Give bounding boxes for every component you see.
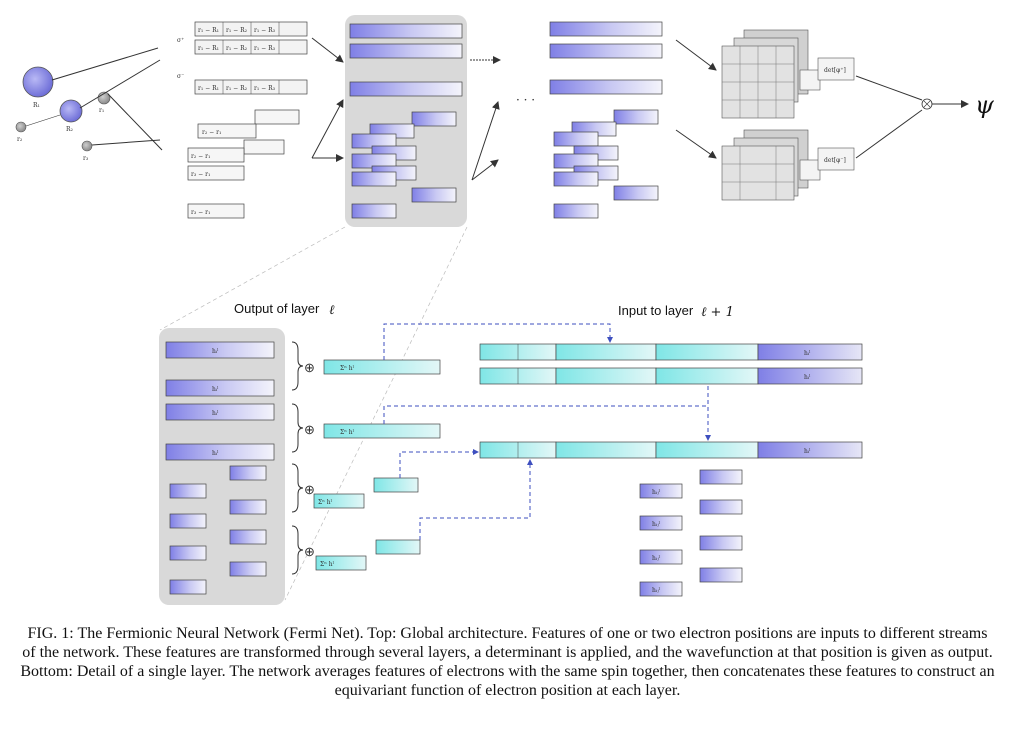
arrow bbox=[311, 37, 344, 63]
input-layer-symbol: ℓ + 1 bbox=[701, 305, 734, 320]
nucleus-2-label: R₂ bbox=[66, 126, 74, 133]
pair-stacks: hᵢⱼˡ hᵢⱼˡ hᵢⱼˡ hᵢⱼˡ bbox=[639, 469, 743, 597]
avg-cell: Σⁿ hˡ bbox=[320, 561, 335, 568]
arrow bbox=[855, 109, 923, 159]
electron-2 bbox=[15, 121, 27, 133]
h-one-cell: hᵢˡ bbox=[804, 350, 811, 357]
arrow bbox=[855, 75, 923, 101]
sum-symbol: ⊕ bbox=[304, 482, 315, 497]
sum-symbol: ⊕ bbox=[304, 544, 315, 559]
figure-caption: FIG. 1: The Fermionic Neural Network (Fe… bbox=[20, 625, 995, 699]
pair-cell: r₁ − R₂ bbox=[226, 27, 248, 34]
electron-1-label: r₁ bbox=[99, 107, 104, 114]
hidden-layer-L bbox=[549, 21, 663, 219]
h-one-cell: hᵢˡ bbox=[804, 448, 811, 455]
pair-cell: r₁ − R₁ bbox=[198, 85, 219, 92]
h-one-cell: hᵢˡ bbox=[212, 410, 219, 417]
fermi-net-figure: R₁ R₂ r₁ r₂ r₃ σ⁺ σ⁻ r₁ − R₁ r₁ − R₂ r₁ … bbox=[15, 15, 995, 605]
pair-cell: r₃ − r₁ bbox=[191, 209, 210, 216]
layer-ellipsis: · · · bbox=[516, 93, 535, 107]
pair-electron-inputs: r₂ − r₁ r₂ − r₁ r₃ − r₁ r₃ − r₁ bbox=[187, 109, 300, 219]
nucleus-1-label: R₁ bbox=[33, 102, 40, 109]
arrow bbox=[471, 159, 499, 181]
single-electron-inputs: σ⁺ σ⁻ r₁ − R₁ r₁ − R₂ r₁ − R₃ r₁ − R₁ r₁… bbox=[177, 21, 308, 95]
h-two-cell: hᵢⱼˡ bbox=[652, 521, 661, 528]
avg-cell: Σⁿ hˡ bbox=[318, 499, 333, 506]
pair-cell: r₁ − R₂ bbox=[226, 85, 248, 92]
electron-3 bbox=[81, 140, 93, 152]
input-layer-label: Input to layer bbox=[618, 303, 694, 318]
spin-down-label: σ⁻ bbox=[177, 73, 184, 80]
determinant-spin-down: det[φ⁻] bbox=[721, 129, 855, 201]
pair-cell: r₁ − R₃ bbox=[254, 45, 276, 52]
h-two-cell: hᵢⱼˡ bbox=[652, 587, 661, 594]
pair-cell: r₂ − r₁ bbox=[202, 129, 221, 136]
sum-symbol: ⊕ bbox=[304, 360, 315, 375]
pair-cell: r₁ − R₃ bbox=[254, 27, 276, 34]
aggregation-column bbox=[291, 341, 304, 575]
arrow bbox=[675, 129, 717, 159]
pair-cell: r₃ − r₁ bbox=[191, 171, 210, 178]
input-layer-rows: hᵢˡ hᵢˡ hᵢˡ bbox=[479, 343, 863, 459]
det-label-up: det[φ⁺] bbox=[824, 67, 846, 74]
pair-cell: r₁ − R₂ bbox=[226, 45, 248, 52]
arrow bbox=[471, 101, 500, 181]
electron-2-label: r₂ bbox=[17, 136, 23, 143]
output-layer-label: Output of layer bbox=[234, 301, 320, 316]
avg-cell: Σⁿ hˡ bbox=[340, 365, 355, 372]
connector bbox=[79, 59, 161, 109]
connector bbox=[25, 114, 61, 127]
arrow bbox=[311, 99, 344, 159]
output-layer-symbol: ℓ bbox=[329, 303, 335, 318]
pair-cell: r₁ − R₁ bbox=[198, 45, 219, 52]
connector bbox=[51, 47, 159, 81]
electron-3-label: r₃ bbox=[83, 155, 89, 162]
routing-lines bbox=[383, 323, 711, 540]
h-two-cell: hᵢⱼˡ bbox=[652, 489, 661, 496]
h-two-cell: hᵢⱼˡ bbox=[652, 555, 661, 562]
input-particles: R₁ R₂ r₁ r₂ r₃ bbox=[15, 47, 163, 162]
avg-cell: Σⁿ hˡ bbox=[340, 429, 355, 436]
nucleus-2 bbox=[59, 99, 83, 123]
connector bbox=[91, 139, 161, 146]
det-label-down: det[φ⁻] bbox=[824, 157, 846, 164]
h-one-cell: hᵢˡ bbox=[212, 450, 219, 457]
averaged-features: Σⁿ hˡ Σⁿ hˡ Σⁿ hˡ Σⁿ hˡ bbox=[313, 359, 441, 571]
h-one-cell: hᵢˡ bbox=[804, 374, 811, 381]
h-one-cell: hᵢˡ bbox=[212, 348, 219, 355]
pair-cell: r₁ − R₃ bbox=[254, 85, 276, 92]
pair-cell: r₂ − r₁ bbox=[191, 153, 210, 160]
determinant-spin-up: det[φ⁺] bbox=[721, 29, 855, 119]
sum-symbol: ⊕ bbox=[304, 422, 315, 437]
pair-cell: r₁ − R₁ bbox=[198, 27, 219, 34]
hidden-layer-1 bbox=[345, 15, 467, 227]
h-one-cell: hᵢˡ bbox=[212, 386, 219, 393]
spin-up-label: σ⁺ bbox=[177, 37, 184, 44]
output-layer-rows: hᵢˡ hᵢˡ hᵢˡ hᵢˡ bbox=[165, 341, 275, 595]
arrow bbox=[675, 39, 717, 71]
wavefunction-symbol: ψ bbox=[975, 91, 995, 119]
nucleus-1 bbox=[22, 66, 54, 98]
